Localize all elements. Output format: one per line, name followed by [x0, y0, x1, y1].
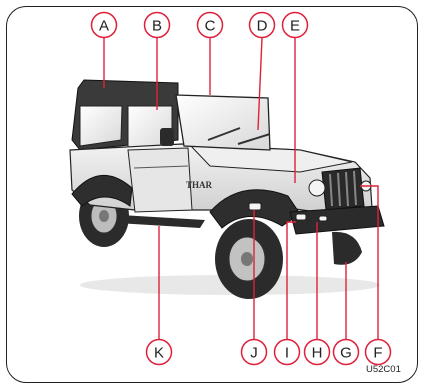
front-wheel: [215, 219, 283, 299]
callout-leader-i: [286, 221, 296, 339]
callout-circle-h: [303, 338, 331, 366]
callout-label-h: H: [312, 345, 323, 362]
vehicle-badge: THAR: [186, 180, 213, 190]
callout-label-d: D: [257, 18, 268, 35]
callout-circle-j: [240, 338, 268, 366]
right-front-wheel: [332, 231, 362, 265]
side-step: [116, 215, 205, 228]
front-bumper: [289, 205, 385, 235]
callout-label-k: K: [154, 345, 164, 362]
windshield: [175, 94, 271, 151]
callout-label-a: A: [99, 18, 109, 35]
callout-label-i: I: [285, 345, 289, 362]
callout-leader-d: [257, 37, 263, 131]
front-grille: [308, 167, 372, 211]
callout-circle-e: [281, 11, 309, 39]
front-lamps: [248, 202, 328, 222]
callout-circle-k: [145, 338, 173, 366]
callout-label-c: C: [205, 18, 216, 35]
callout-label-e: E: [290, 18, 300, 35]
callout-circle-g: [332, 338, 360, 366]
callout-label-g: G: [340, 345, 352, 362]
callout-circle-f: [364, 338, 392, 366]
callout-circle-c: [196, 11, 224, 39]
vehicle-body: [69, 143, 373, 229]
callout-leader-f: [360, 185, 379, 339]
callout-label-f: F: [373, 345, 382, 362]
callout-label-b: B: [152, 18, 162, 35]
callout-circle-d: [248, 11, 276, 39]
side-mirror: [160, 128, 174, 146]
callout-group: A B C D E F GH I J K: [90, 11, 392, 366]
callout-circle-i: [273, 338, 301, 366]
soft-top: [71, 79, 179, 151]
callout-circle-b: [143, 11, 171, 39]
callout-circle-a: [90, 11, 118, 39]
reference-code: U52C01: [366, 364, 401, 375]
callout-label-j: J: [250, 345, 258, 362]
